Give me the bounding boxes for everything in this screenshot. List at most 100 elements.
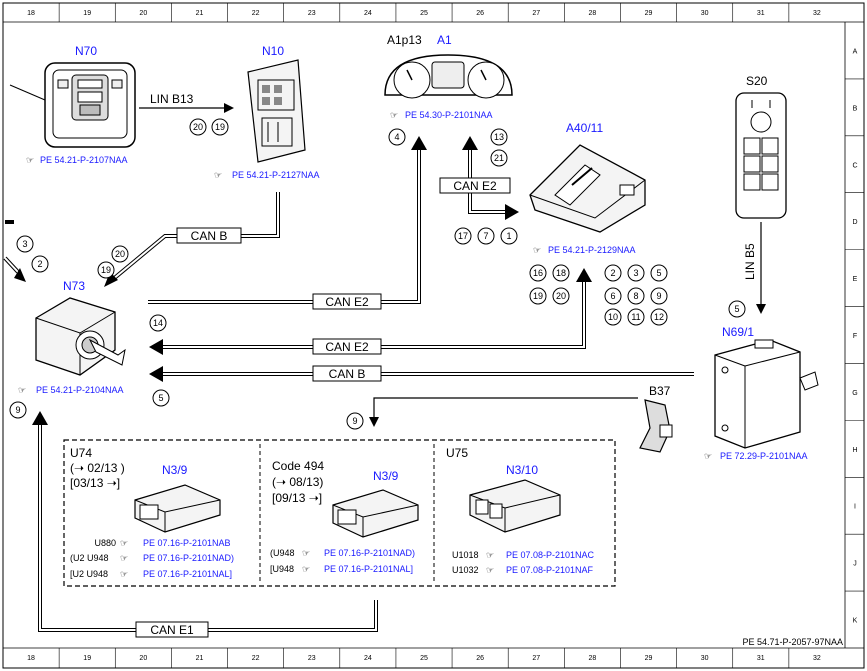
n10-ref-text: PE 54.21-P-2127NAA — [232, 170, 320, 180]
u74-ref-row[interactable]: [U2 U948 ☞ PE 07.16-P-2101NAL] — [70, 569, 232, 579]
can-e2-a1-label: CAN E2 — [453, 179, 497, 193]
n70-ref[interactable]: ☞ PE 54.21-P-2107NAA — [26, 155, 128, 165]
s20-component: S20 — [735, 74, 787, 219]
lin-b13-label: LIN B13 — [150, 92, 194, 106]
code494-date-to: [09/13 ➝] — [272, 491, 322, 505]
ruler-row-label: D — [852, 219, 857, 226]
pin: 19 — [533, 291, 543, 301]
pin: 18 — [556, 268, 566, 278]
ruler-column-label: 26 — [476, 655, 484, 662]
code494-ref: PE 07.16-P-2101NAL] — [324, 564, 413, 574]
pin: 8 — [633, 291, 638, 301]
lin-b5-label: LIN B5 — [743, 243, 757, 280]
a1-ref[interactable]: ☞ PE 54.30-P-2101NAA — [390, 110, 493, 120]
pin: 12 — [654, 312, 664, 322]
ruler-column-label: 32 — [813, 655, 821, 662]
u74-label: N3/9 — [162, 463, 188, 477]
ruler-column-label: 29 — [645, 10, 653, 17]
ruler-column-label: 19 — [83, 655, 91, 662]
pin: 5 — [656, 268, 661, 278]
ruler-column-label: 24 — [364, 10, 372, 17]
hand-pointer-icon: ☞ — [302, 548, 310, 558]
ruler-column-label: 28 — [589, 10, 597, 17]
a1-ref-text: PE 54.30-P-2101NAA — [405, 110, 493, 120]
pin: 20 — [193, 122, 203, 132]
can-e1-line: CAN E1 — [32, 411, 378, 638]
u75-section: U75 N3/10 U1018 ☞ PE 07.08-P-2101NAC U10… — [446, 446, 595, 575]
hand-pointer-icon: ☞ — [486, 550, 494, 560]
code494-ref-row[interactable]: [U948 ☞ PE 07.16-P-2101NAL] — [270, 564, 413, 574]
can-e2-a40-line: CAN E2 — [149, 268, 592, 355]
u74-ref-row[interactable]: (U2 U948 ☞ PE 07.16-P-2101NAD) — [70, 553, 234, 563]
u74-section: U74 (➝ 02/13 ) [03/13 ➝] N3/9 U880 ☞ PE … — [70, 446, 234, 579]
ruler-row-label: C — [852, 162, 857, 169]
u74-code: U880 — [94, 538, 116, 548]
ruler-row-label: G — [852, 390, 857, 397]
hand-pointer-icon: ☞ — [533, 245, 541, 255]
a40-component: A40/11 ☞ PE 54.21-P-2129NAA — [529, 121, 646, 255]
u74-ref: PE 07.16-P-2101NAB — [143, 538, 231, 548]
n73-e2-pin: 14 — [149, 314, 167, 332]
pin: 20 — [115, 249, 125, 259]
pin: 4 — [394, 132, 399, 142]
code494-ref-row[interactable]: (U948 ☞ PE 07.16-P-2101NAD) — [270, 548, 415, 558]
n10-component: N10 ☞ PE 54.21-P-2127NAA — [214, 44, 320, 180]
code494-date-from: (➝ 08/13) — [272, 475, 323, 489]
pin: 7 — [483, 231, 488, 241]
pin: 19 — [101, 265, 111, 275]
ruler-column-label: 21 — [196, 655, 204, 662]
a40-label: A40/11 — [566, 121, 603, 135]
lin-b5-line: LIN B5 — [743, 222, 766, 314]
can-e2-n73-line: CAN E2 — [148, 136, 427, 310]
hand-pointer-icon: ☞ — [390, 110, 398, 120]
n69-label: N69/1 — [722, 325, 754, 339]
ruler-row-label: I — [854, 504, 856, 511]
pin: 3 — [22, 239, 27, 249]
n73-component: N73 ☞ PE 54.21-P-2104NAA — [18, 279, 126, 395]
u74-ref: PE 07.16-P-2101NAL] — [143, 569, 232, 579]
n69-ref[interactable]: ☞ PE 72.29-P-2101NAA — [704, 451, 808, 461]
hand-pointer-icon: ☞ — [18, 385, 26, 395]
pin: 19 — [215, 122, 225, 132]
code494-code: [U948 — [270, 564, 294, 574]
can-b-n69-line: CAN B — [149, 365, 694, 382]
u74-ref-row[interactable]: U880 ☞ PE 07.16-P-2101NAB — [94, 538, 230, 548]
a40-ref[interactable]: ☞ PE 54.21-P-2129NAA — [533, 245, 636, 255]
u75-code: U1018 — [452, 550, 479, 560]
can-b-top-line: CAN B — [104, 192, 280, 287]
pin: 9 — [352, 416, 357, 426]
s20-label: S20 — [746, 74, 768, 88]
u75-variant: U75 — [446, 446, 468, 460]
a40-ref-text: PE 54.21-P-2129NAA — [548, 245, 636, 255]
u75-ref-row[interactable]: U1018 ☞ PE 07.08-P-2101NAC — [452, 550, 595, 560]
ruler-column-label: 20 — [139, 10, 147, 17]
ruler-column-label: 29 — [645, 655, 653, 662]
box-top-pin: 9 — [346, 412, 364, 430]
u75-label: N3/10 — [506, 463, 538, 477]
u74-code: [U2 U948 — [70, 569, 108, 579]
u74-ref: PE 07.16-P-2101NAD) — [143, 553, 234, 563]
pin: 14 — [153, 318, 163, 328]
ruler-column-label: 21 — [196, 10, 204, 17]
hand-pointer-icon: ☞ — [486, 565, 494, 575]
n73-ref-text: PE 54.21-P-2104NAA — [36, 385, 124, 395]
n69-top-pin: 5 — [728, 300, 746, 318]
ruler-column-label: 26 — [476, 10, 484, 17]
pin: 16 — [533, 268, 543, 278]
ruler-column-label: 27 — [532, 10, 540, 17]
ruler-column-label: 30 — [701, 10, 709, 17]
u75-ref-row[interactable]: U1032 ☞ PE 07.08-P-2101NAF — [452, 565, 594, 575]
pin: 11 — [631, 312, 640, 322]
n73-ref[interactable]: ☞ PE 54.21-P-2104NAA — [18, 385, 124, 395]
ruler-row-label: F — [853, 333, 857, 340]
n10-ref[interactable]: ☞ PE 54.21-P-2127NAA — [214, 170, 320, 180]
ruler-row-label: H — [852, 447, 857, 454]
ruler-column-label: 24 — [364, 655, 372, 662]
can-b-top-label: CAN B — [191, 229, 228, 243]
ruler-column-label: 23 — [308, 10, 316, 17]
ruler-column-label: 18 — [27, 655, 35, 662]
pin: 20 — [556, 291, 566, 301]
